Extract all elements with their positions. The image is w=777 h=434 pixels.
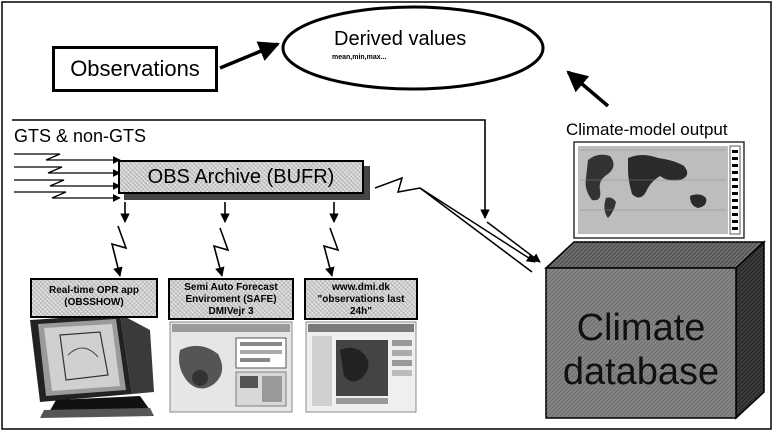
arrow-down-2b <box>212 227 230 277</box>
arrow-observations-derived <box>219 41 280 70</box>
observations-box: Observations <box>52 46 218 92</box>
app-label-safe: Semi Auto Forecast Enviroment (SAFE) DMI… <box>168 278 294 320</box>
arrow-gts-database <box>12 119 490 219</box>
database-side-face <box>735 240 765 420</box>
database-front-face <box>545 267 737 419</box>
derived-values-subtitle: mean,min,max... <box>332 54 387 61</box>
obs-archive-label: OBS Archive (BUFR) <box>147 165 335 188</box>
obs-archive-box: OBS Archive (BUFR) <box>118 160 364 194</box>
climate-database-line1: Climate <box>576 307 706 349</box>
arrow-archive-database-2 <box>419 187 533 273</box>
arrow-model-derived <box>566 70 610 108</box>
observations-label: Observations <box>70 56 200 81</box>
dmi-screenshot <box>305 321 417 413</box>
arrow-top-database <box>486 221 541 263</box>
monitor-illustration <box>30 314 154 418</box>
derived-values-ellipse <box>281 5 545 91</box>
app-label-obsshow: Real-time OPR app (OBSSHOW) <box>30 278 158 318</box>
app-label-dmi-line3: 24h" <box>350 306 372 317</box>
gts-label: GTS & non-GTS <box>14 126 147 146</box>
safe-screenshot <box>169 321 293 413</box>
app-label-dmi-line1: www.dmi.dk <box>332 282 390 293</box>
zigzag-in-3 <box>14 179 121 190</box>
arrow-down-3b <box>322 227 340 277</box>
climate-database-text: Climate database <box>546 306 736 394</box>
app-label-obsshow-line2: (OBSSHOW) <box>64 297 124 308</box>
zigzag-in-4 <box>14 191 121 202</box>
zigzag-in-2 <box>14 166 121 177</box>
app-label-obsshow-line1: Real-time OPR app <box>48 285 140 296</box>
app-label-safe-line3: DMIVejr 3 <box>208 306 254 317</box>
derived-values-title: Derived values <box>334 28 467 50</box>
app-label-safe-line2: Enviroment (SAFE) <box>185 294 277 305</box>
arrow-archive-database-1 <box>374 176 536 263</box>
climate-database-line2: database <box>562 351 720 393</box>
zigzag-in-1 <box>14 153 121 164</box>
app-label-safe-line1: Semi Auto Forecast <box>184 282 278 293</box>
database-top-face <box>544 241 766 269</box>
arrow-down-1b <box>110 225 128 277</box>
climate-model-map <box>573 141 745 239</box>
climate-model-label: Climate-model output <box>566 120 728 139</box>
app-label-dmi-line2: "observations last <box>317 294 405 305</box>
app-label-dmi: www.dmi.dk "observations last 24h" <box>304 278 418 320</box>
